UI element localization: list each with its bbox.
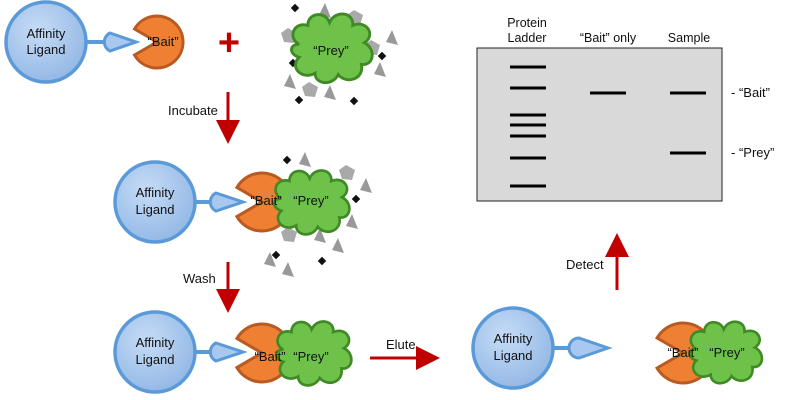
ligand-label-line2: Ligand — [135, 202, 174, 217]
prey-label-1: “Prey” — [313, 43, 348, 58]
ladder-lane — [510, 65, 546, 188]
gel-header-bait-only: “Bait” only — [580, 31, 637, 45]
ligand-tag-1 — [102, 31, 141, 53]
plus-sign: + — [218, 22, 240, 64]
gel-header-sample: Sample — [668, 31, 710, 45]
ligand-label-line1: Affinity — [136, 335, 175, 350]
ligand-group-2: Affinity Ligand — [113, 160, 218, 244]
bait-label-2: “Bait” — [250, 193, 281, 208]
ligand-group-1: Affinity Ligand — [4, 0, 112, 84]
prey-label-4: “Prey” — [709, 345, 744, 360]
affinity-ligand-bead — [113, 160, 197, 244]
affinity-ligand-bead — [4, 0, 88, 84]
contaminants-1 — [281, 3, 398, 106]
elute-label: Elute — [386, 337, 416, 352]
contaminants-2 — [264, 152, 372, 277]
ligand-group-3: Affinity Ligand — [113, 310, 218, 394]
wash-label: Wash — [183, 271, 216, 286]
gel-marker-bait: - “Bait” — [731, 85, 770, 100]
ligand-label-line2: Ligand — [135, 352, 174, 367]
ligand-tag-4 — [567, 336, 613, 360]
affinity-ligand-bead — [113, 310, 197, 394]
bait-label-4: “Bait” — [667, 345, 698, 360]
prey-label-3: “Prey” — [293, 349, 328, 364]
affinity-ligand-bead — [471, 306, 555, 390]
bait-label-3: “Bait” — [254, 349, 285, 364]
ligand-tag-2 — [208, 191, 248, 213]
detect-label: Detect — [566, 257, 604, 272]
ligand-label-line2: Ligand — [26, 42, 65, 57]
incubate-label: Incubate — [168, 103, 218, 118]
ligand-tag-3 — [208, 341, 248, 363]
gel-header-ladder-line1: Protein — [507, 16, 547, 30]
bait-label-1: “Bait” — [147, 34, 178, 49]
gel-marker-prey: - “Prey” — [731, 145, 774, 160]
ligand-label-line1: Affinity — [27, 26, 66, 41]
prey-label-2: “Prey” — [293, 193, 328, 208]
ligand-group-4: Affinity Ligand — [471, 306, 572, 390]
ligand-label-line1: Affinity — [494, 331, 533, 346]
gel: Protein Ladder “Bait” only Sample - “Bai… — [476, 16, 774, 202]
ligand-label-line2: Ligand — [493, 348, 532, 363]
ligand-label-line1: Affinity — [136, 185, 175, 200]
gel-header-ladder-line2: Ladder — [508, 31, 547, 45]
